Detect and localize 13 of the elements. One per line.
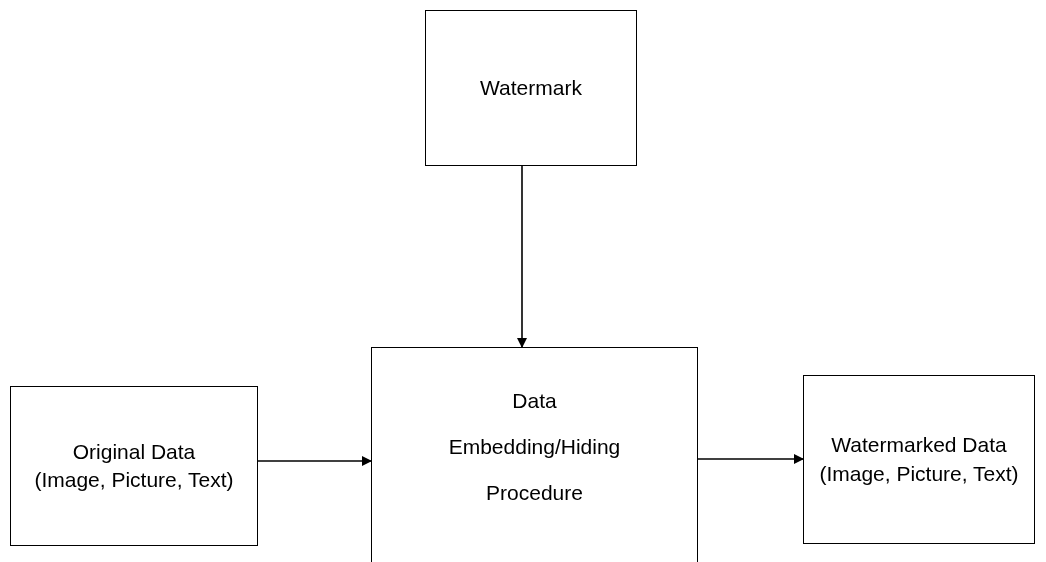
process-box xyxy=(371,347,698,562)
watermark-box xyxy=(425,10,637,166)
box-label: Watermark xyxy=(480,74,582,101)
output-data-box xyxy=(803,375,1035,544)
arrow xyxy=(517,165,527,348)
input-data-box xyxy=(10,386,258,546)
box-label: Data Embedding/Hiding Procedure xyxy=(447,388,622,507)
arrow xyxy=(257,456,372,466)
box-label: Watermarked Data xyxy=(831,432,1007,459)
arrow xyxy=(697,454,804,464)
box-label: (Image, Picture, Text) xyxy=(34,467,234,493)
box-label: (Image, Picture, Text) xyxy=(819,460,1019,487)
box-label: Original Data xyxy=(72,438,196,465)
